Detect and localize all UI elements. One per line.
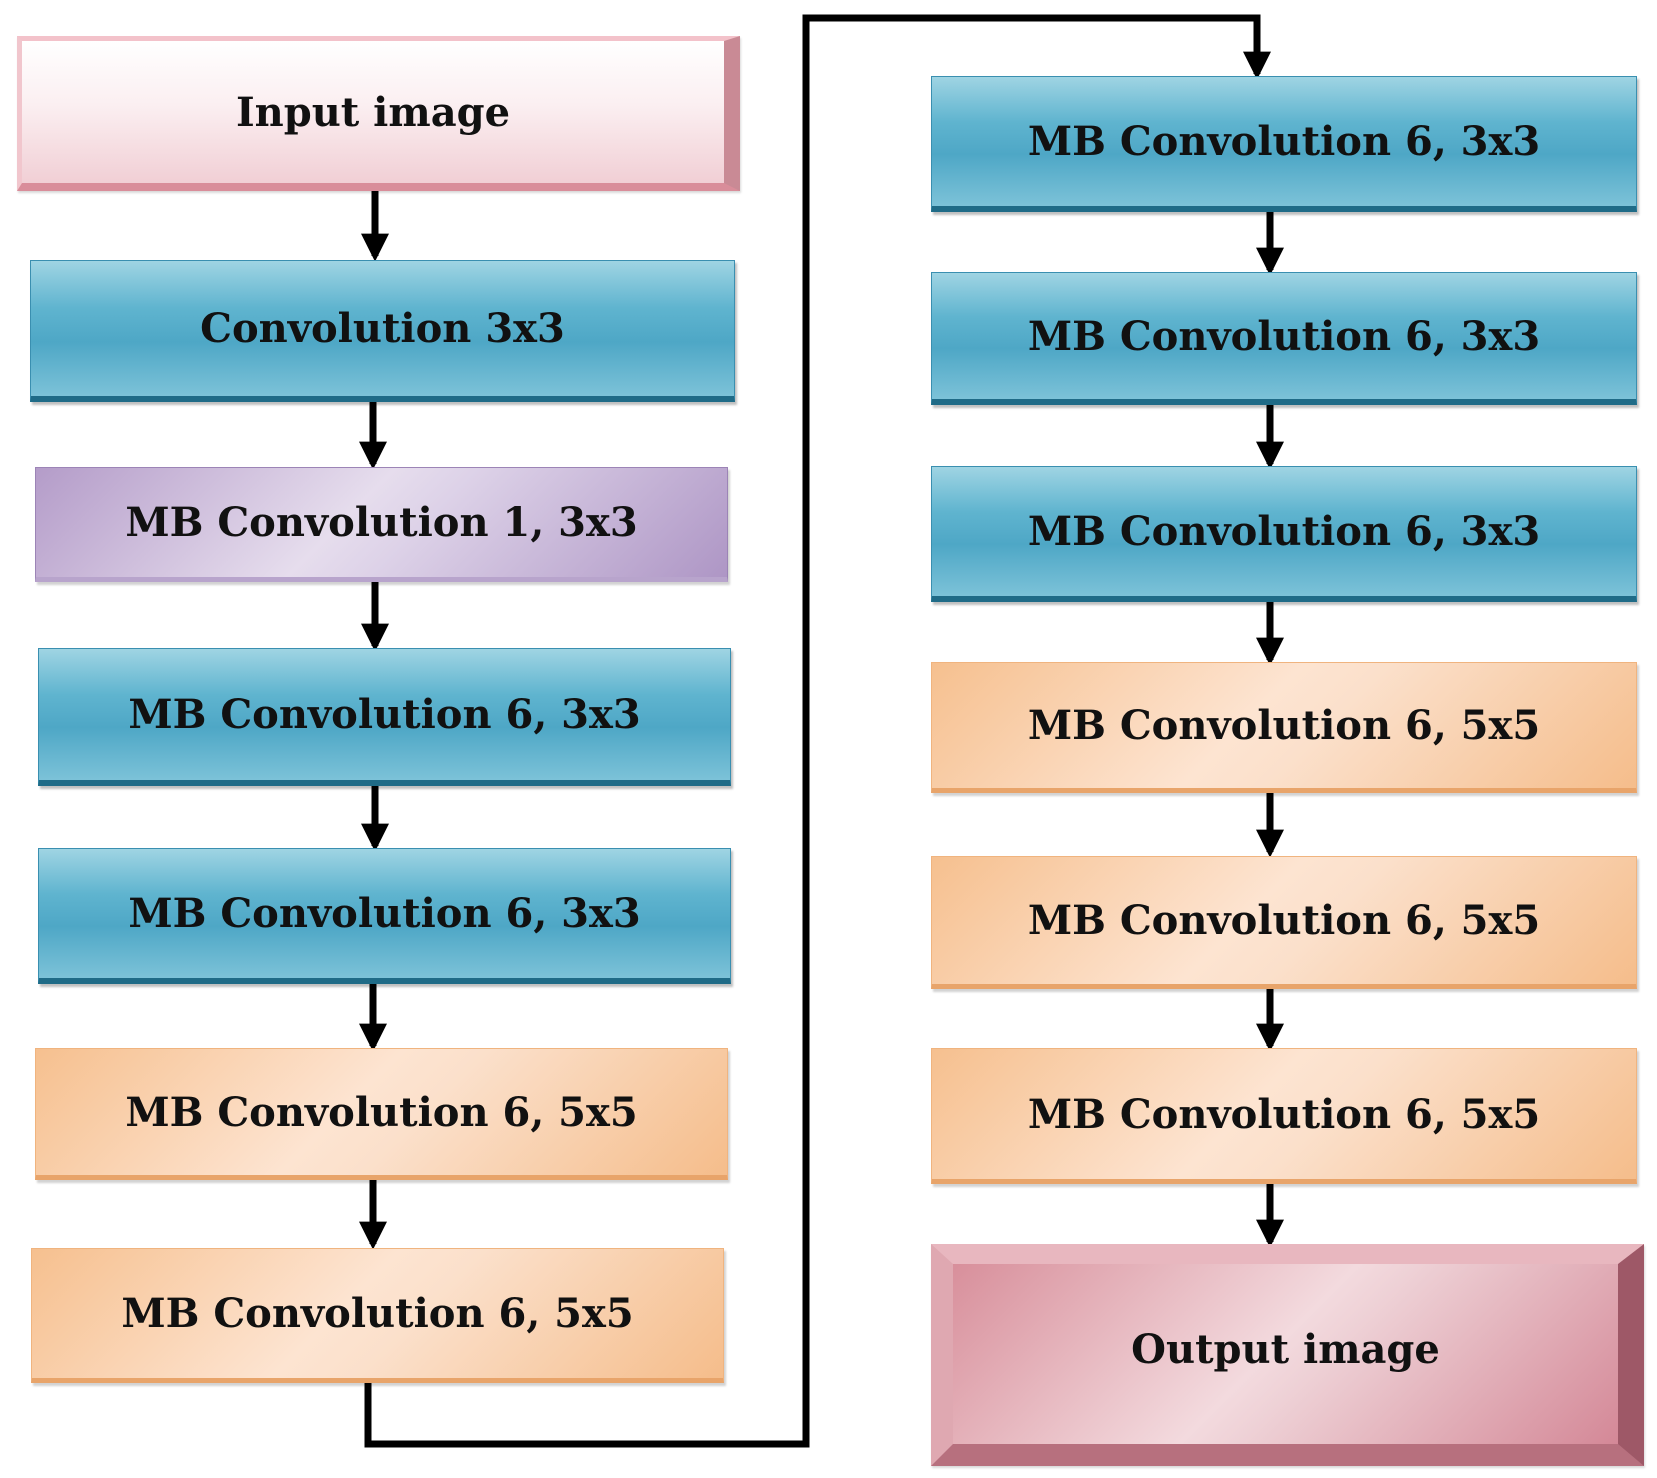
mb-convolution-6-3x3-label: MB Convolution 6, 3x3: [128, 691, 641, 738]
mb-convolution-6-5x5-label: MB Convolution 6, 5x5: [121, 1290, 634, 1337]
mb-convolution-6-5x5-node: MB Convolution 6, 5x5: [35, 1048, 728, 1180]
mb-convolution-1-3x3-label: MB Convolution 1, 3x3: [125, 499, 638, 546]
input-image-node: Input image: [17, 36, 740, 191]
mb-convolution-6-3x3-label: MB Convolution 6, 3x3: [1027, 312, 1541, 360]
mb-convolution-6-3x3-node: MB Convolution 6, 3x3: [931, 272, 1637, 405]
mb-convolution-6-3x3-label: MB Convolution 6, 3x3: [128, 890, 641, 937]
mb-convolution-1-3x3-node: MB Convolution 1, 3x3: [35, 467, 728, 582]
mb-convolution-6-5x5-node: MB Convolution 6, 5x5: [31, 1248, 724, 1383]
mb-convolution-6-5x5-label: MB Convolution 6, 5x5: [1027, 1090, 1541, 1138]
mb-convolution-6-3x3-label: MB Convolution 6, 3x3: [1027, 118, 1541, 165]
mb-convolution-6-3x3-node: MB Convolution 6, 3x3: [931, 76, 1637, 212]
mb-convolution-6-5x5-node: MB Convolution 6, 5x5: [931, 1048, 1637, 1184]
mb-convolution-6-5x5-label: MB Convolution 6, 5x5: [125, 1088, 638, 1136]
input-image-label: Input image: [235, 88, 511, 136]
convolution-3x3-label: Convolution 3x3: [200, 305, 565, 352]
mb-convolution-6-5x5-node: MB Convolution 6, 5x5: [931, 856, 1637, 989]
mb-convolution-6-3x3-node: MB Convolution 6, 3x3: [38, 848, 731, 984]
arrow-bridge-to-right-column: [364, 14, 1271, 1448]
mb-convolution-6-5x5-label: MB Convolution 6, 5x5: [1027, 897, 1541, 944]
mb-convolution-6-5x5-node: MB Convolution 6, 5x5: [931, 662, 1637, 793]
mb-convolution-6-3x3-label: MB Convolution 6, 3x3: [1027, 508, 1541, 555]
output-image-label: Output image: [1131, 1325, 1440, 1373]
mb-convolution-6-3x3-node: MB Convolution 6, 3x3: [38, 648, 731, 786]
output-image-node: Output image: [931, 1244, 1644, 1466]
mb-convolution-6-3x3-node: MB Convolution 6, 3x3: [931, 466, 1637, 602]
convolution-3x3-node: Convolution 3x3: [30, 260, 735, 402]
mb-convolution-6-5x5-label: MB Convolution 6, 5x5: [1027, 702, 1541, 749]
